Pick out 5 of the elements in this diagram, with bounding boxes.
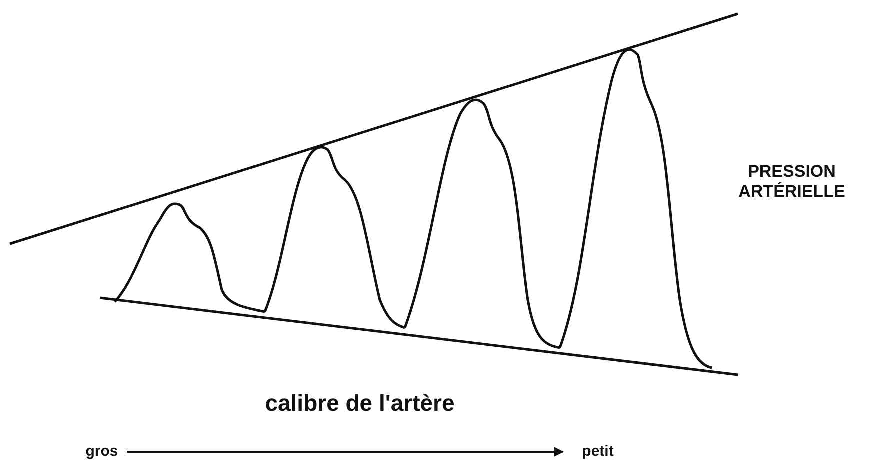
scale-label: gros bbox=[72, 443, 132, 460]
scale-label: petit bbox=[568, 443, 628, 460]
arrow bbox=[127, 447, 564, 457]
axis-title: calibre de l'artère bbox=[264, 390, 456, 417]
axis-title: PRESSION ARTÉRIELLE bbox=[738, 162, 846, 202]
